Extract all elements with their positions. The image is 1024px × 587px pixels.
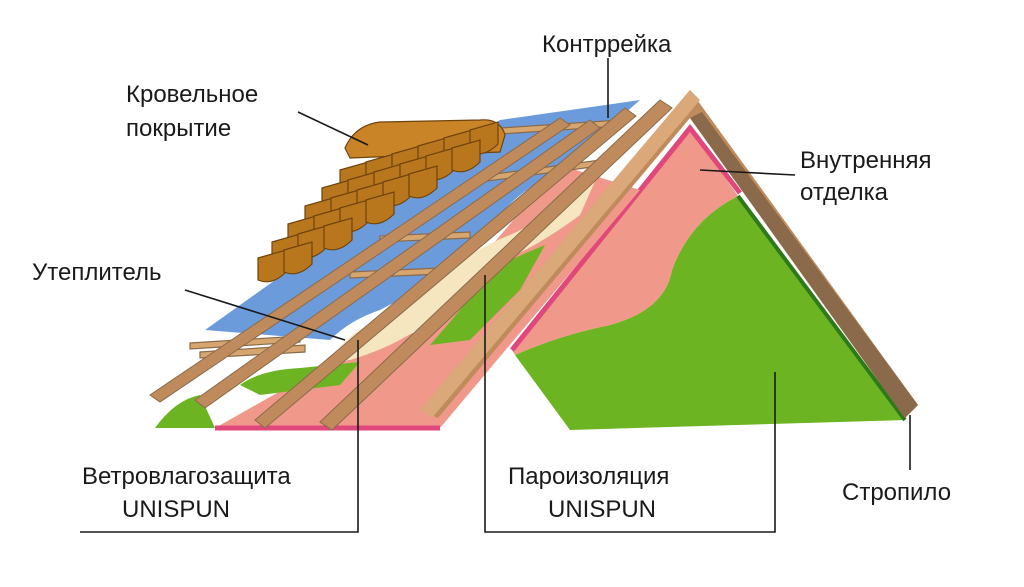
label-wind-barrier-1: Ветровлагозащита <box>82 463 291 490</box>
roof-tile <box>451 139 481 173</box>
label-vapor-barrier-2: UNISPUN <box>548 496 656 523</box>
vapor-barrier-right <box>512 128 738 355</box>
leader-insulation <box>184 289 346 341</box>
label-wind-barrier-2: UNISPUN <box>122 496 230 523</box>
rafters-left <box>149 99 673 431</box>
label-vapor-barrier-1: Пароизоляция <box>508 463 669 490</box>
label-interior-1: Внутренняя <box>800 147 931 174</box>
main-rafter <box>420 90 918 418</box>
label-insulation: Утеплитель <box>32 259 162 286</box>
roof-tile <box>365 191 395 225</box>
leader-roofing <box>297 111 369 146</box>
roof-tile <box>323 217 353 251</box>
leader-lines <box>80 58 911 533</box>
leader-vapor-barrier <box>484 275 776 533</box>
roof-tile <box>283 241 313 275</box>
leader-wind-barrier <box>80 340 359 533</box>
label-counter-batten: Контррейка <box>542 31 672 58</box>
roof-tiles <box>257 119 506 283</box>
label-roofing-2: покрытие <box>126 115 231 142</box>
interior-finish-left-a <box>430 245 545 345</box>
label-interior-2: отделка <box>800 179 889 206</box>
leader-interior <box>699 169 796 176</box>
interior-finish-right <box>515 196 905 430</box>
roof-tile <box>408 165 438 199</box>
label-rafter: Стропило <box>842 479 951 506</box>
label-roofing-1: Кровельное <box>126 81 258 108</box>
interior-finish-edge <box>736 194 907 422</box>
